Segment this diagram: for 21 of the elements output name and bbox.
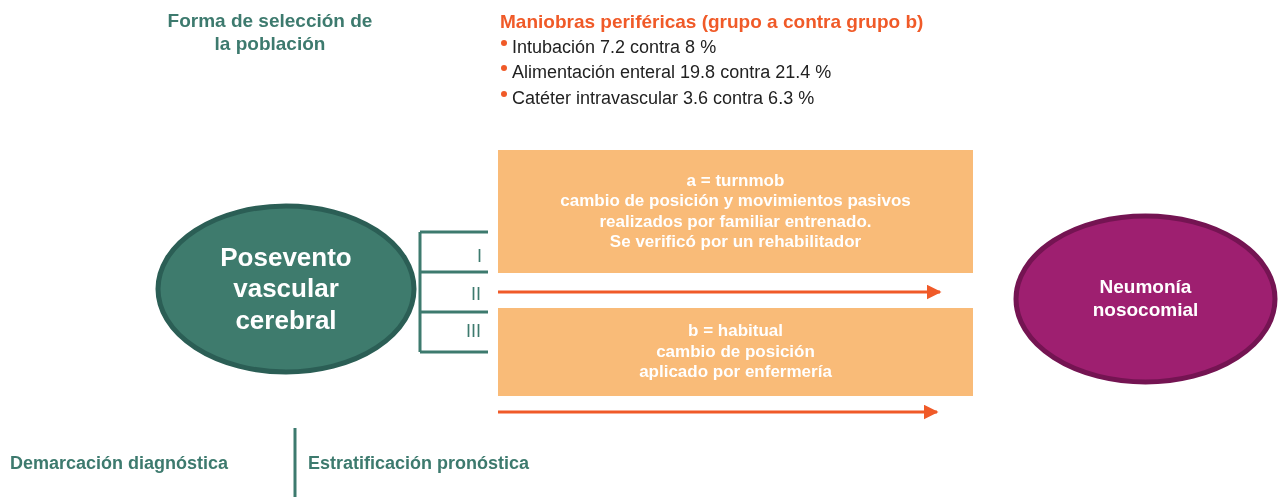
box-text: cambio de posición y movimientos pasivos realizados por familiar entrenado. (559, 191, 912, 232)
axis-label: Demarcación diagnóstica (10, 453, 229, 475)
box-heading: a = turnmob (686, 170, 785, 192)
list-item: Alimentación enteral 19.8 contra 21.4 % (512, 62, 832, 84)
list-item: Catéter intravascular 3.6 contra 6.3 % (512, 88, 815, 110)
box-text: cambio de posición aplicado por enfermería (638, 341, 833, 383)
ellipse-node (155, 203, 417, 375)
roman-numeral: III (466, 321, 481, 343)
box-text: Neumonía nosocomial (1091, 276, 1200, 322)
list-item: Intubación 7.2 contra 8 % (512, 37, 717, 59)
box-text: Posevento vascular cerebral (219, 242, 353, 336)
section-heading: Forma de selección de la población (166, 10, 374, 56)
section-heading: Maniobras periféricas (grupo a contra grupo b) (500, 11, 924, 34)
axis-label: Estratificación pronóstica (308, 453, 530, 475)
roman-numeral: II (471, 284, 481, 306)
box-text: Se verificó por un rehabilitador (609, 231, 862, 253)
box-heading: b = habitual (688, 321, 783, 342)
process-box (498, 308, 973, 396)
ellipse-node (1013, 213, 1278, 385)
process-box (498, 150, 973, 273)
roman-numeral: I (477, 246, 482, 268)
